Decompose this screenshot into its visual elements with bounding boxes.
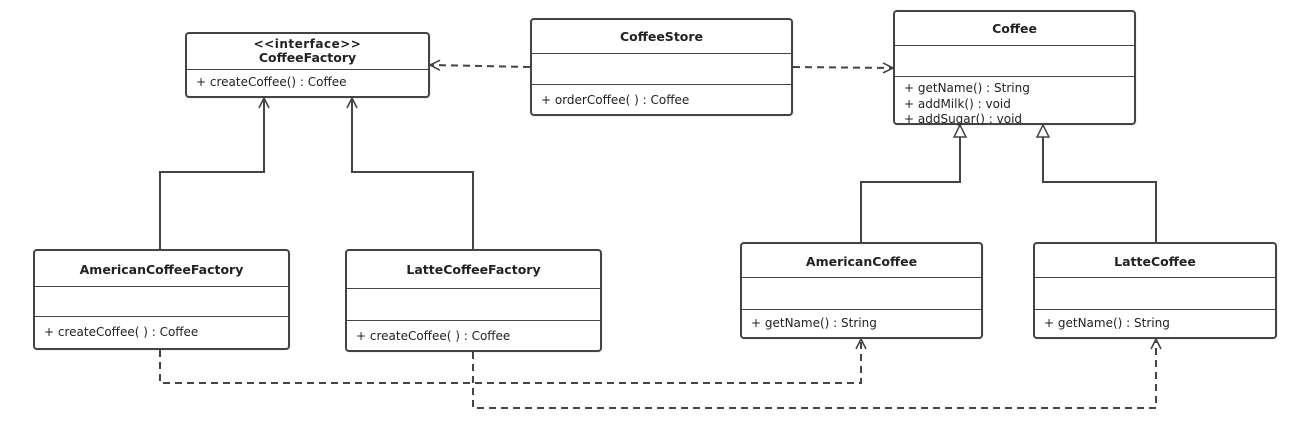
class-american-coffee[interactable]: AmericanCoffee + getName() : String [740,242,983,339]
dependency-store-to-coffee [792,67,893,68]
method: + createCoffee() : Coffee [196,75,347,89]
class-coffee[interactable]: Coffee + getName() : String + addMilk() … [893,10,1136,126]
method: + createCoffee( ) : Coffee [356,329,511,343]
realization-latte-factory [352,98,474,249]
method: + addSugar() : void [904,112,1023,126]
class-name: AmericanCoffeeFactory [79,262,244,277]
class-american-coffee-factory[interactable]: AmericanCoffeeFactory + createCoffee( ) … [33,249,290,350]
class-name: LatteCoffeeFactory [406,262,541,277]
class-latte-coffee-factory[interactable]: LatteCoffeeFactory + createCoffee( ) : C… [345,249,602,352]
method: + getName() : String [751,316,877,330]
dependency-american-factory-to-coffee [159,339,861,384]
method: + getName() : String [1044,316,1170,330]
dependency-store-to-factory [430,65,531,67]
generalization-american-coffee [860,125,960,242]
class-name: Coffee [992,21,1037,36]
realization-american-factory [159,98,264,249]
class-name: LatteCoffee [1114,254,1196,269]
generalization-latte-coffee [1043,125,1157,242]
method: + createCoffee( ) : Coffee [44,325,199,339]
class-name: CoffeeFactory [258,50,357,65]
method: + orderCoffee( ) : Coffee [541,93,690,107]
class-latte-coffee[interactable]: LatteCoffee + getName() : String [1033,242,1277,339]
stereotype-label: <<interface>> [253,37,362,51]
class-coffee-store[interactable]: CoffeeStore + orderCoffee( ) : Coffee [530,18,793,116]
class-name: AmericanCoffee [805,254,918,269]
dependency-latte-factory-to-coffee [472,339,1156,409]
method: + addMilk() : void [904,97,1011,111]
class-coffee-factory[interactable]: <<interface>> CoffeeFactory + createCoff… [185,32,430,98]
method: + getName() : String [904,81,1030,95]
class-name: CoffeeStore [619,29,704,44]
